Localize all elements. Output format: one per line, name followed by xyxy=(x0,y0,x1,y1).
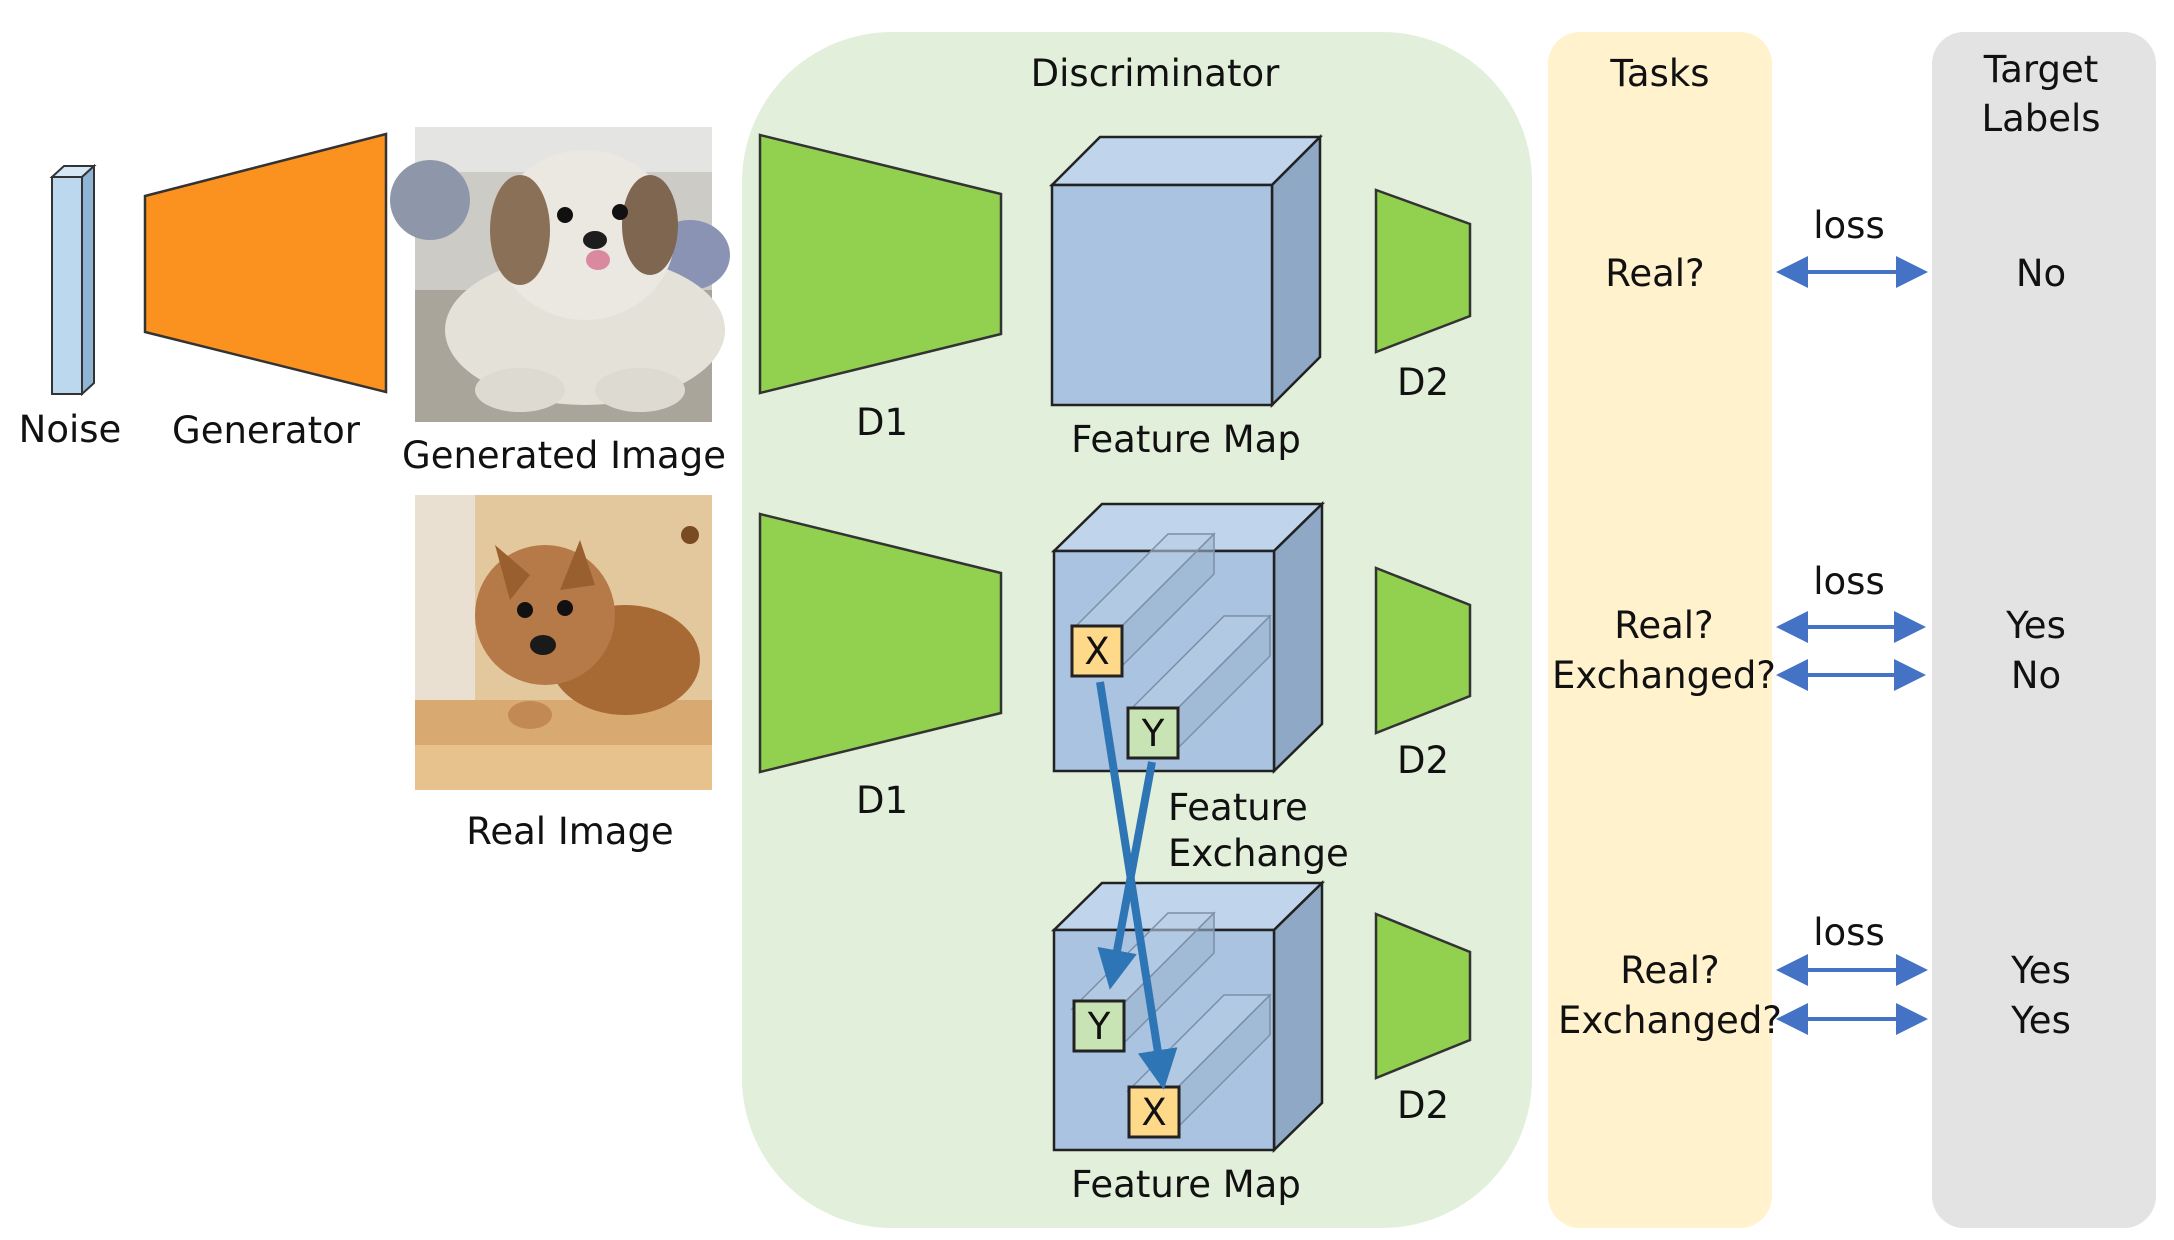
noise-vector-icon xyxy=(49,163,97,397)
y-marker-box-row2 xyxy=(1126,706,1180,760)
feature-map-label-row1: Feature Map xyxy=(1071,418,1301,461)
d2-row2-label: D2 xyxy=(1397,739,1449,782)
feature-exchange-label-line1: Feature xyxy=(1168,786,1308,829)
target-row2-yes: Yes xyxy=(2005,604,2066,647)
d2-row1-label: D2 xyxy=(1397,361,1449,404)
discriminator-title: Discriminator xyxy=(1031,52,1280,95)
loss-label-row1: loss xyxy=(1813,204,1884,247)
feature-map-cube-row1 xyxy=(1048,133,1324,409)
d1-row1 xyxy=(758,133,1003,395)
target-row3-yes-1: Yes xyxy=(2010,949,2071,992)
y-marker-row3: Y xyxy=(1087,1005,1111,1048)
real-image xyxy=(415,495,712,790)
x-marker-box-row2 xyxy=(1070,624,1124,678)
target-labels-title-line1: Target xyxy=(1983,48,2098,91)
d1-row2 xyxy=(758,512,1003,774)
d1-row1-label: D1 xyxy=(856,401,908,444)
generator-label: Generator xyxy=(172,409,361,452)
y-marker-box-row3 xyxy=(1072,999,1126,1053)
task-row2-exchanged: Exchanged? xyxy=(1552,654,1776,697)
d2-row3 xyxy=(1374,912,1472,1080)
tasks-title: Tasks xyxy=(1609,52,1709,95)
task-row3-real: Real? xyxy=(1620,949,1719,992)
target-row3-yes-2: Yes xyxy=(2010,999,2071,1042)
d1-row2-label: D1 xyxy=(856,779,908,822)
target-row2-no: No xyxy=(2011,654,2061,697)
task-row2-real: Real? xyxy=(1614,604,1713,647)
d2-row3-label: D2 xyxy=(1397,1084,1449,1127)
task-row1-real: Real? xyxy=(1605,252,1704,295)
generator-shape xyxy=(143,132,388,394)
feature-exchange-label-line2: Exchange xyxy=(1168,832,1349,875)
generated-image-label: Generated Image xyxy=(402,434,726,477)
target-row1-no: No xyxy=(2016,252,2066,295)
x-marker-box-row3 xyxy=(1127,1085,1181,1139)
feature-map-label-row3: Feature Map xyxy=(1071,1163,1301,1206)
noise-label: Noise xyxy=(19,408,122,451)
y-marker-row2: Y xyxy=(1141,712,1165,755)
x-marker-row3: X xyxy=(1141,1091,1166,1134)
d2-row1 xyxy=(1374,188,1472,354)
tasks-panel xyxy=(1548,32,1772,1228)
x-marker-row2: X xyxy=(1084,630,1109,673)
target-labels-title-line2: Labels xyxy=(1981,97,2100,140)
loss-label-row2: loss xyxy=(1813,560,1884,603)
target-labels-panel xyxy=(1932,32,2156,1228)
d2-row2 xyxy=(1374,566,1472,735)
task-row3-exchanged: Exchanged? xyxy=(1558,999,1782,1042)
real-image-label: Real Image xyxy=(466,810,673,853)
exchange-arrow-y-to-top xyxy=(1097,761,1156,990)
loss-label-row3: loss xyxy=(1813,911,1884,954)
generated-image xyxy=(390,127,730,422)
